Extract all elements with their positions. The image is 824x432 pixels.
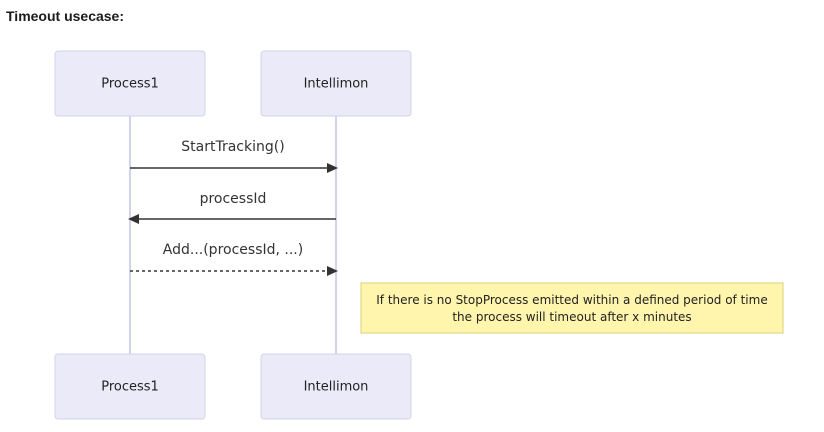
- arrowhead-left: [128, 214, 139, 224]
- actor-label-intellimon: Intellimon: [304, 380, 369, 395]
- actor-box: [260, 50, 412, 117]
- actor-top-intellimon: Intellimon: [260, 50, 412, 117]
- diagram-heading: Timeout usecase:: [6, 8, 125, 24]
- actor-bottom-intellimon: Intellimon: [260, 353, 412, 420]
- message-start-tracking: StartTracking(): [130, 139, 338, 173]
- actor-box: [54, 353, 206, 420]
- actor-label-process1: Process1: [101, 380, 159, 395]
- actor-bottom-process1: Process1: [54, 353, 206, 420]
- message-label: Add...(processId, ...): [163, 242, 303, 258]
- note-line-1: If there is no StopProcess emitted withi…: [376, 293, 767, 307]
- actor-box: [260, 353, 412, 420]
- message-process-id: processId: [128, 191, 336, 224]
- note-line-2: the process will timeout after x minutes: [452, 310, 691, 324]
- message-add: Add...(processId, ...): [130, 242, 338, 276]
- note-box: [360, 282, 784, 334]
- actor-top-process1: Process1: [54, 50, 206, 117]
- note: If there is no StopProcess emitted withi…: [360, 282, 784, 334]
- actor-label-intellimon: Intellimon: [304, 77, 369, 92]
- message-label: StartTracking(): [181, 139, 284, 155]
- message-label: processId: [200, 191, 267, 207]
- actor-box: [54, 50, 206, 117]
- arrowhead-right: [327, 266, 338, 276]
- arrowhead-right: [327, 163, 338, 173]
- actor-label-process1: Process1: [101, 77, 159, 92]
